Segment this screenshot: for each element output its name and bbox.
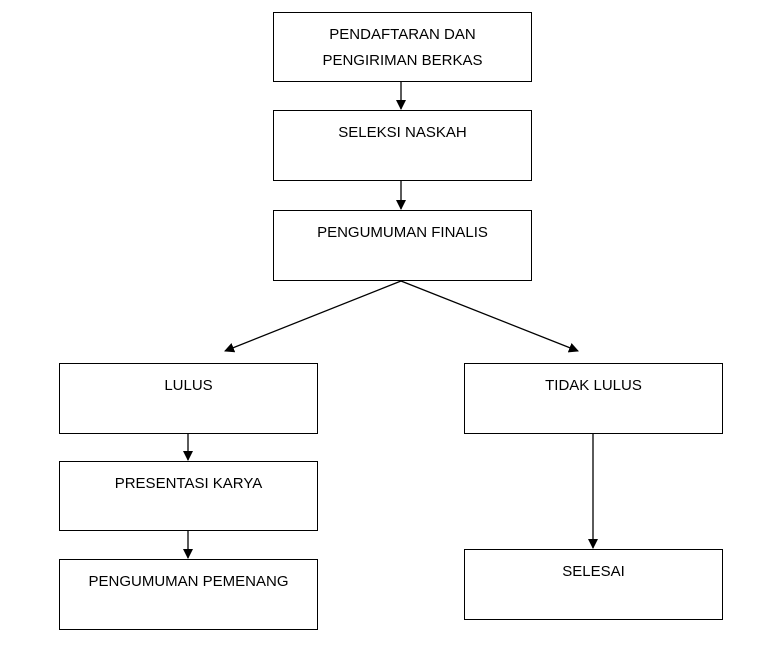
node-pendaftaran: PENDAFTARAN DAN PENGIRIMAN BERKAS: [273, 12, 532, 82]
node-presentasi-karya: PRESENTASI KARYA: [59, 461, 318, 531]
node-label-seleksi-naskah: SELEKSI NASKAH: [338, 124, 467, 141]
node-lulus: LULUS: [59, 363, 318, 434]
node-label-pendaftaran: PENDAFTARAN DAN PENGIRIMAN BERKAS: [322, 26, 483, 69]
node-label-pengumuman-finalis: PENGUMUMAN FINALIS: [317, 224, 488, 241]
node-label-presentasi-karya: PRESENTASI KARYA: [114, 475, 263, 492]
node-selesai: SELESAI: [464, 549, 723, 620]
node-seleksi-naskah: SELEKSI NASKAH: [273, 110, 532, 181]
arrow-finalis-to-lulus: [224, 280, 402, 353]
node-label-lulus: LULUS: [164, 377, 213, 394]
arrow-finalis-to-tidak-lulus: [400, 280, 579, 353]
node-tidak-lulus: TIDAK LULUS: [464, 363, 723, 434]
node-label-tidak-lulus: TIDAK LULUS: [545, 377, 642, 394]
node-pengumuman-finalis: PENGUMUMAN FINALIS: [273, 210, 532, 281]
node-label-selesai: SELESAI: [562, 563, 625, 580]
node-pengumuman-pemenang: PENGUMUMAN PEMENANG: [59, 559, 318, 630]
node-label-pengumuman-pemenang: PENGUMUMAN PEMENANG: [88, 573, 289, 590]
